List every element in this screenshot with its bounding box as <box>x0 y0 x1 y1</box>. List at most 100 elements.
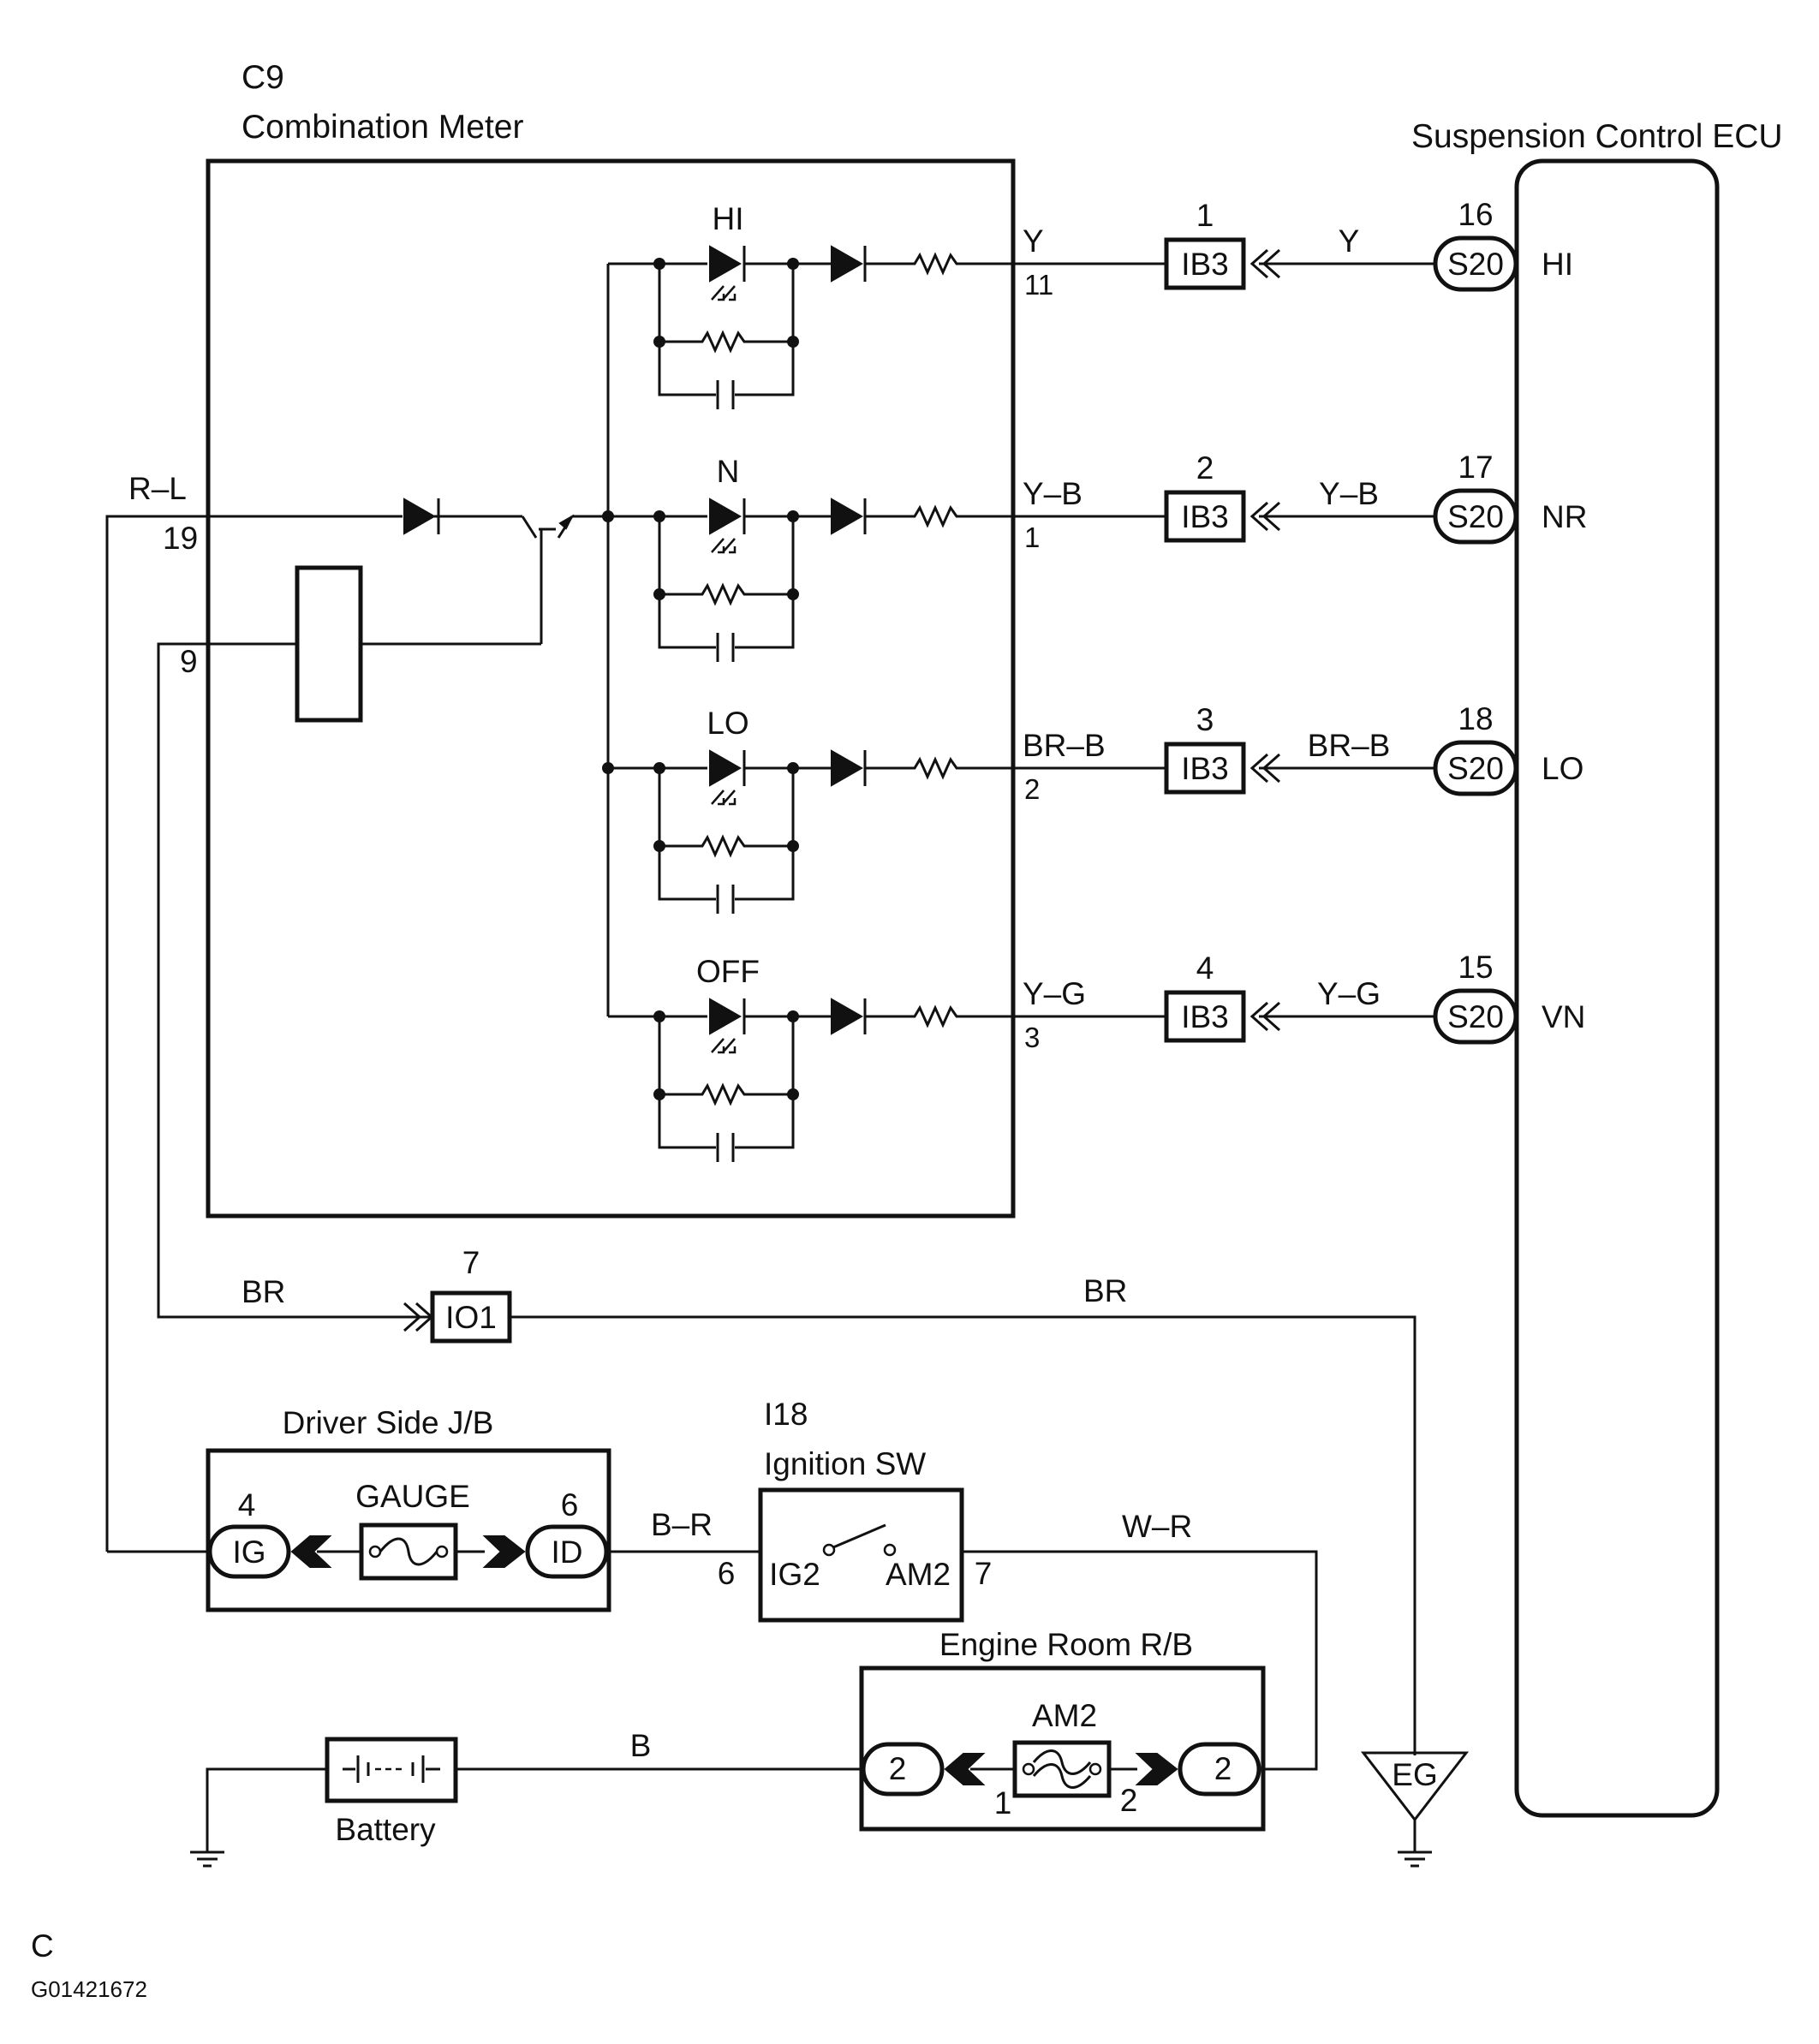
ib3-pin: 1 <box>1196 198 1214 233</box>
capacitor-gap <box>716 380 735 409</box>
wire-label-br: B–R <box>651 1507 713 1542</box>
rb-fuse-label: AM2 <box>1032 1698 1097 1733</box>
switch-contact <box>883 1543 897 1557</box>
ignition-code: I18 <box>764 1397 808 1432</box>
wire-br-ground <box>510 1315 1416 1755</box>
wire-rl <box>105 515 403 1552</box>
ignition-pin-6: 6 <box>718 1556 736 1591</box>
connector-arrow-icon <box>1135 1753 1178 1785</box>
meter-pin: 3 <box>1024 1022 1040 1053</box>
resistor-icon <box>659 1082 793 1106</box>
engine-room-rb-box <box>859 1666 1266 1832</box>
resistor-icon <box>865 504 1166 528</box>
led-icon <box>709 245 743 283</box>
s20-terminal <box>1433 488 1518 545</box>
switch-lever-icon <box>832 1523 886 1549</box>
connector-arrow-icon <box>944 1753 986 1785</box>
ib3-connector <box>1164 742 1246 795</box>
ecu-pin: 18 <box>1458 701 1493 736</box>
capacitor-gap <box>716 633 735 662</box>
rb-fuse-pin-2: 2 <box>1120 1783 1138 1818</box>
driver-side-jb-box <box>206 1448 611 1612</box>
ignition-switch-box <box>758 1487 964 1623</box>
ecu-terminal-label: VN <box>1542 999 1585 1034</box>
meter-code: C9 <box>242 59 284 96</box>
ib3-label: IB3 <box>1181 751 1229 786</box>
switch-contact <box>822 1543 836 1557</box>
led-light-icon <box>711 538 737 554</box>
bypass-loop <box>658 264 795 396</box>
led-icon <box>709 498 743 535</box>
wire-battery-ground <box>206 1767 327 1852</box>
jb-name: Driver Side J/B <box>283 1405 494 1440</box>
transistor-collector <box>521 515 538 539</box>
ib3-pin: 3 <box>1196 702 1214 737</box>
ignition-name: Ignition SW <box>764 1446 926 1481</box>
wire-color-ecu: Y–B <box>1319 476 1379 511</box>
ecu-terminal-label: NR <box>1542 499 1587 534</box>
ib3-label: IB3 <box>1181 999 1229 1034</box>
ecu-pin: 17 <box>1458 450 1493 485</box>
fuse-terminal <box>368 1545 382 1558</box>
ig-label: IG <box>232 1534 265 1570</box>
eg-ground-symbol <box>1360 1751 1470 1822</box>
transistor-arrow-icon <box>558 514 575 530</box>
junction-dot <box>787 1088 799 1100</box>
diode-icon <box>831 998 864 1035</box>
wire-label-br-left: BR <box>242 1274 285 1309</box>
relay-coil <box>295 565 363 723</box>
jb-id-pin: 6 <box>561 1487 579 1523</box>
junction-dot <box>787 336 799 348</box>
junction-dot <box>653 588 665 600</box>
pin-9: 9 <box>180 644 198 679</box>
s20-label: S20 <box>1447 999 1504 1034</box>
diode-icon <box>831 245 864 283</box>
io1-label: IO1 <box>445 1300 497 1335</box>
rb-fuse-pin-1: 1 <box>994 1785 1012 1821</box>
wire-color-ecu: Y–G <box>1317 976 1381 1011</box>
indicator-label: OFF <box>696 954 760 989</box>
diode-icon <box>831 749 864 787</box>
meter-pin: 1 <box>1024 521 1040 553</box>
fusible-link-icon-line2 <box>1032 1763 1092 1789</box>
junction-dot <box>787 588 799 600</box>
resistor-icon <box>865 252 1166 276</box>
fuse-terminal <box>435 1545 449 1558</box>
indicator-label: HI <box>713 201 744 236</box>
bypass-loop <box>658 516 795 649</box>
wire-color-meter: Y–B <box>1023 476 1082 511</box>
fuse-icon <box>379 1537 438 1566</box>
ig-terminal <box>207 1524 291 1579</box>
rb-left-label: 2 <box>889 1751 907 1786</box>
indicator-channels: HIY11IB31YS2016HINY–B1IB32Y–BS2017NRLOBR… <box>602 197 1587 1162</box>
eg-label: EG <box>1392 1757 1437 1792</box>
led-icon <box>709 749 743 787</box>
diode-icon <box>831 498 864 535</box>
resistor-icon <box>659 834 793 858</box>
s20-label: S20 <box>1447 751 1504 786</box>
wire-label-b: B <box>630 1728 652 1763</box>
wire-color-ecu: Y <box>1339 223 1360 259</box>
wire-label-rl: R–L <box>128 471 187 506</box>
footer-code: G01421672 <box>31 1976 147 2002</box>
id-label: ID <box>552 1534 583 1570</box>
ecu-pin: 16 <box>1458 197 1493 232</box>
junction-dot <box>653 336 665 348</box>
wire-color-meter: BR–B <box>1023 728 1106 763</box>
resistor-icon <box>659 582 793 606</box>
resistor-icon <box>659 330 793 354</box>
wire-color-ecu: BR–B <box>1308 728 1391 763</box>
ib3-pin: 4 <box>1196 950 1214 986</box>
s20-terminal <box>1433 988 1518 1045</box>
jb-ig-pin: 4 <box>238 1487 256 1523</box>
meter-pin: 11 <box>1024 269 1053 301</box>
footer-letter: C <box>31 1928 54 1964</box>
s20-label: S20 <box>1447 499 1504 534</box>
led-light-icon <box>711 790 737 806</box>
wire-label-wr: W–R <box>1122 1509 1192 1544</box>
ib3-connector <box>1164 490 1246 543</box>
s20-label: S20 <box>1447 247 1504 282</box>
ecu-name: Suspension Control ECU <box>1411 118 1783 155</box>
capacitor-gap <box>716 885 735 914</box>
